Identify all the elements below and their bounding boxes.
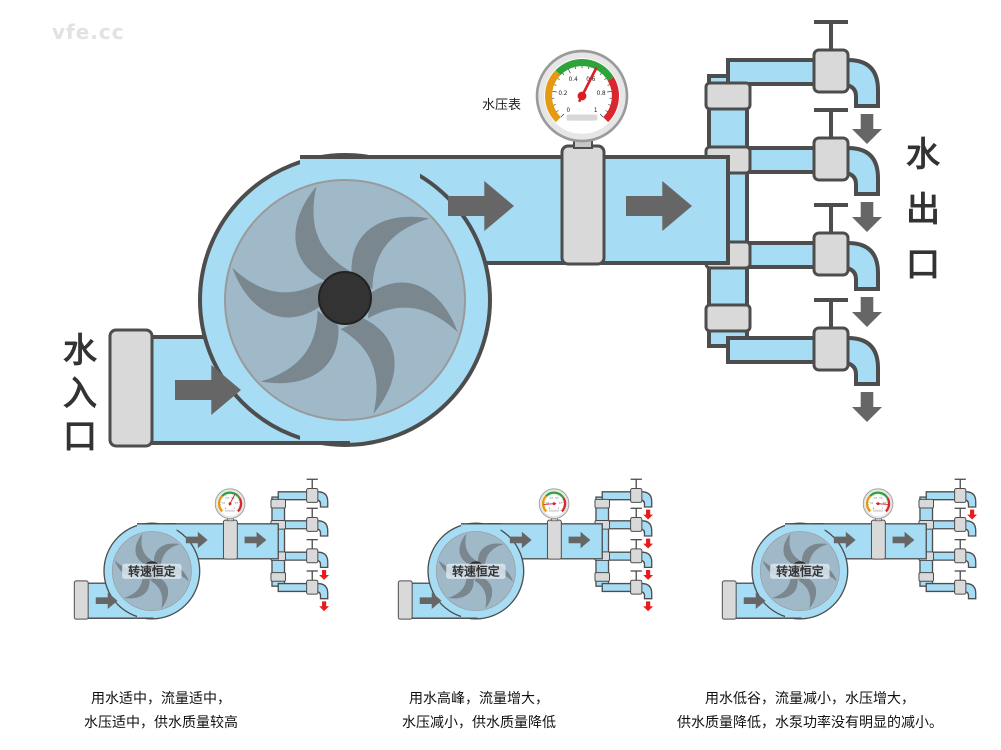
panel-caption-peak: 用水高峰，流量增大， 水压减小，供水质量降低 (354, 687, 604, 735)
manifold-joint (595, 499, 610, 508)
inlet-char: 水 (63, 334, 97, 377)
faucet-valve-icon (307, 489, 318, 503)
faucet-valve-icon (307, 580, 318, 594)
main-pump-system: 00.20.40.60.81 (110, 22, 882, 446)
rpm-label: 转速恒定 (128, 564, 176, 578)
inlet-char: 口 (63, 420, 97, 463)
faucet-valve-icon (955, 580, 966, 594)
inlet-flange (398, 581, 412, 619)
gauge-tick-label: 1 (594, 108, 598, 114)
manifold-joint (271, 499, 286, 508)
outflow-arrow-icon (643, 570, 653, 580)
rpm-label: 转速恒定 (452, 564, 500, 578)
rpm-label: 转速恒定 (776, 564, 824, 578)
water-outlet-label: 水 出 口 (906, 138, 940, 303)
outflow-arrow-icon (643, 510, 653, 520)
faucet-valve-icon (307, 549, 318, 563)
gauge-brand-plate (567, 114, 598, 120)
manifold-joint (271, 573, 286, 582)
gauge-hub (553, 502, 556, 505)
outflow-arrow-icon (643, 601, 653, 611)
outlet-branch (602, 479, 653, 519)
faucet-valve-icon (631, 549, 642, 563)
outflow-arrow-icon (643, 539, 653, 549)
gauge-coupling (223, 520, 237, 559)
gauge-tick-label: 0.2 (870, 502, 873, 504)
gauge-brand-plate (873, 510, 883, 512)
gauge-brand-plate (549, 510, 559, 512)
faucet-valve-icon (955, 549, 966, 563)
inlet-flange (722, 581, 736, 619)
inlet-char: 入 (63, 377, 97, 420)
outlet-char: 出 (906, 193, 940, 248)
caption-line: 用水低谷，流量减小，水压增大， (640, 687, 980, 711)
outflow-arrow-icon (852, 297, 882, 327)
faucet-valve-icon (307, 518, 318, 532)
pressure-gauge-label: 水压表 (482, 94, 521, 113)
outlet-branch (728, 22, 882, 144)
gauge-coupling (871, 520, 885, 559)
faucet-valve-icon (814, 328, 848, 370)
branch-pipe (278, 584, 328, 599)
inlet-flange (74, 581, 88, 619)
impeller-hub (319, 272, 371, 324)
gauge-tick-label: 0.2 (558, 91, 567, 97)
gauge-coupling (562, 146, 604, 264)
caption-line: 用水适中，流量适中， (36, 687, 286, 711)
watermark: vfe.cc (52, 20, 125, 44)
gauge-tick-label: 0.2 (222, 502, 225, 504)
outflow-arrow-icon (319, 570, 329, 580)
faucet-valve-icon (814, 50, 848, 92)
manifold-joint (919, 499, 934, 508)
outflow-arrow-icon (319, 601, 329, 611)
faucet-valve-icon (814, 233, 848, 275)
caption-line: 用水高峰，流量增大， (354, 687, 604, 711)
gauge-brand-plate (225, 510, 235, 512)
gauge-hub (229, 502, 232, 505)
caption-line: 水压减小，供水质量降低 (354, 711, 604, 735)
branch-pipe (602, 584, 652, 599)
manifold-joint (919, 573, 934, 582)
manifold-joint (706, 305, 750, 331)
inlet-flange (110, 330, 152, 446)
outlet-char: 口 (906, 248, 940, 303)
gauge-hub (877, 502, 880, 505)
manifold-joint (706, 83, 750, 109)
faucet-valve-icon (631, 580, 642, 594)
caption-line: 供水质量降低，水泵功率没有明显的减小。 (640, 711, 980, 735)
water-inlet-label: 水 入 口 (63, 334, 97, 463)
faucet-valve-icon (631, 518, 642, 532)
outflow-arrow-icon (852, 114, 882, 144)
faucet-valve-icon (955, 518, 966, 532)
panel-caption-normal: 用水适中，流量适中， 水压适中，供水质量较高 (36, 687, 286, 735)
outflow-arrow-icon (967, 510, 977, 520)
branch-pipe (926, 584, 976, 599)
manifold-joint (595, 573, 610, 582)
gauge-tick-label: 0.4 (569, 77, 578, 83)
caption-line: 水压适中，供水质量较高 (36, 711, 286, 735)
gauge-hub (578, 92, 587, 101)
faucet-valve-icon (814, 138, 848, 180)
outflow-arrow-icon (852, 202, 882, 232)
branch-pipe (728, 338, 878, 384)
faucet-valve-icon (631, 489, 642, 503)
faucet-valve-icon (955, 489, 966, 503)
outflow-arrow-icon (852, 392, 882, 422)
panel-caption-low: 用水低谷，流量减小，水压增大， 供水质量降低，水泵功率没有明显的减小。 (640, 687, 980, 735)
outlet-branch (926, 479, 977, 519)
outlet-char: 水 (906, 138, 940, 193)
gauge-tick-label: 0.8 (597, 91, 606, 97)
gauge-tick-label: 0 (566, 108, 570, 114)
gauge-coupling (547, 520, 561, 559)
